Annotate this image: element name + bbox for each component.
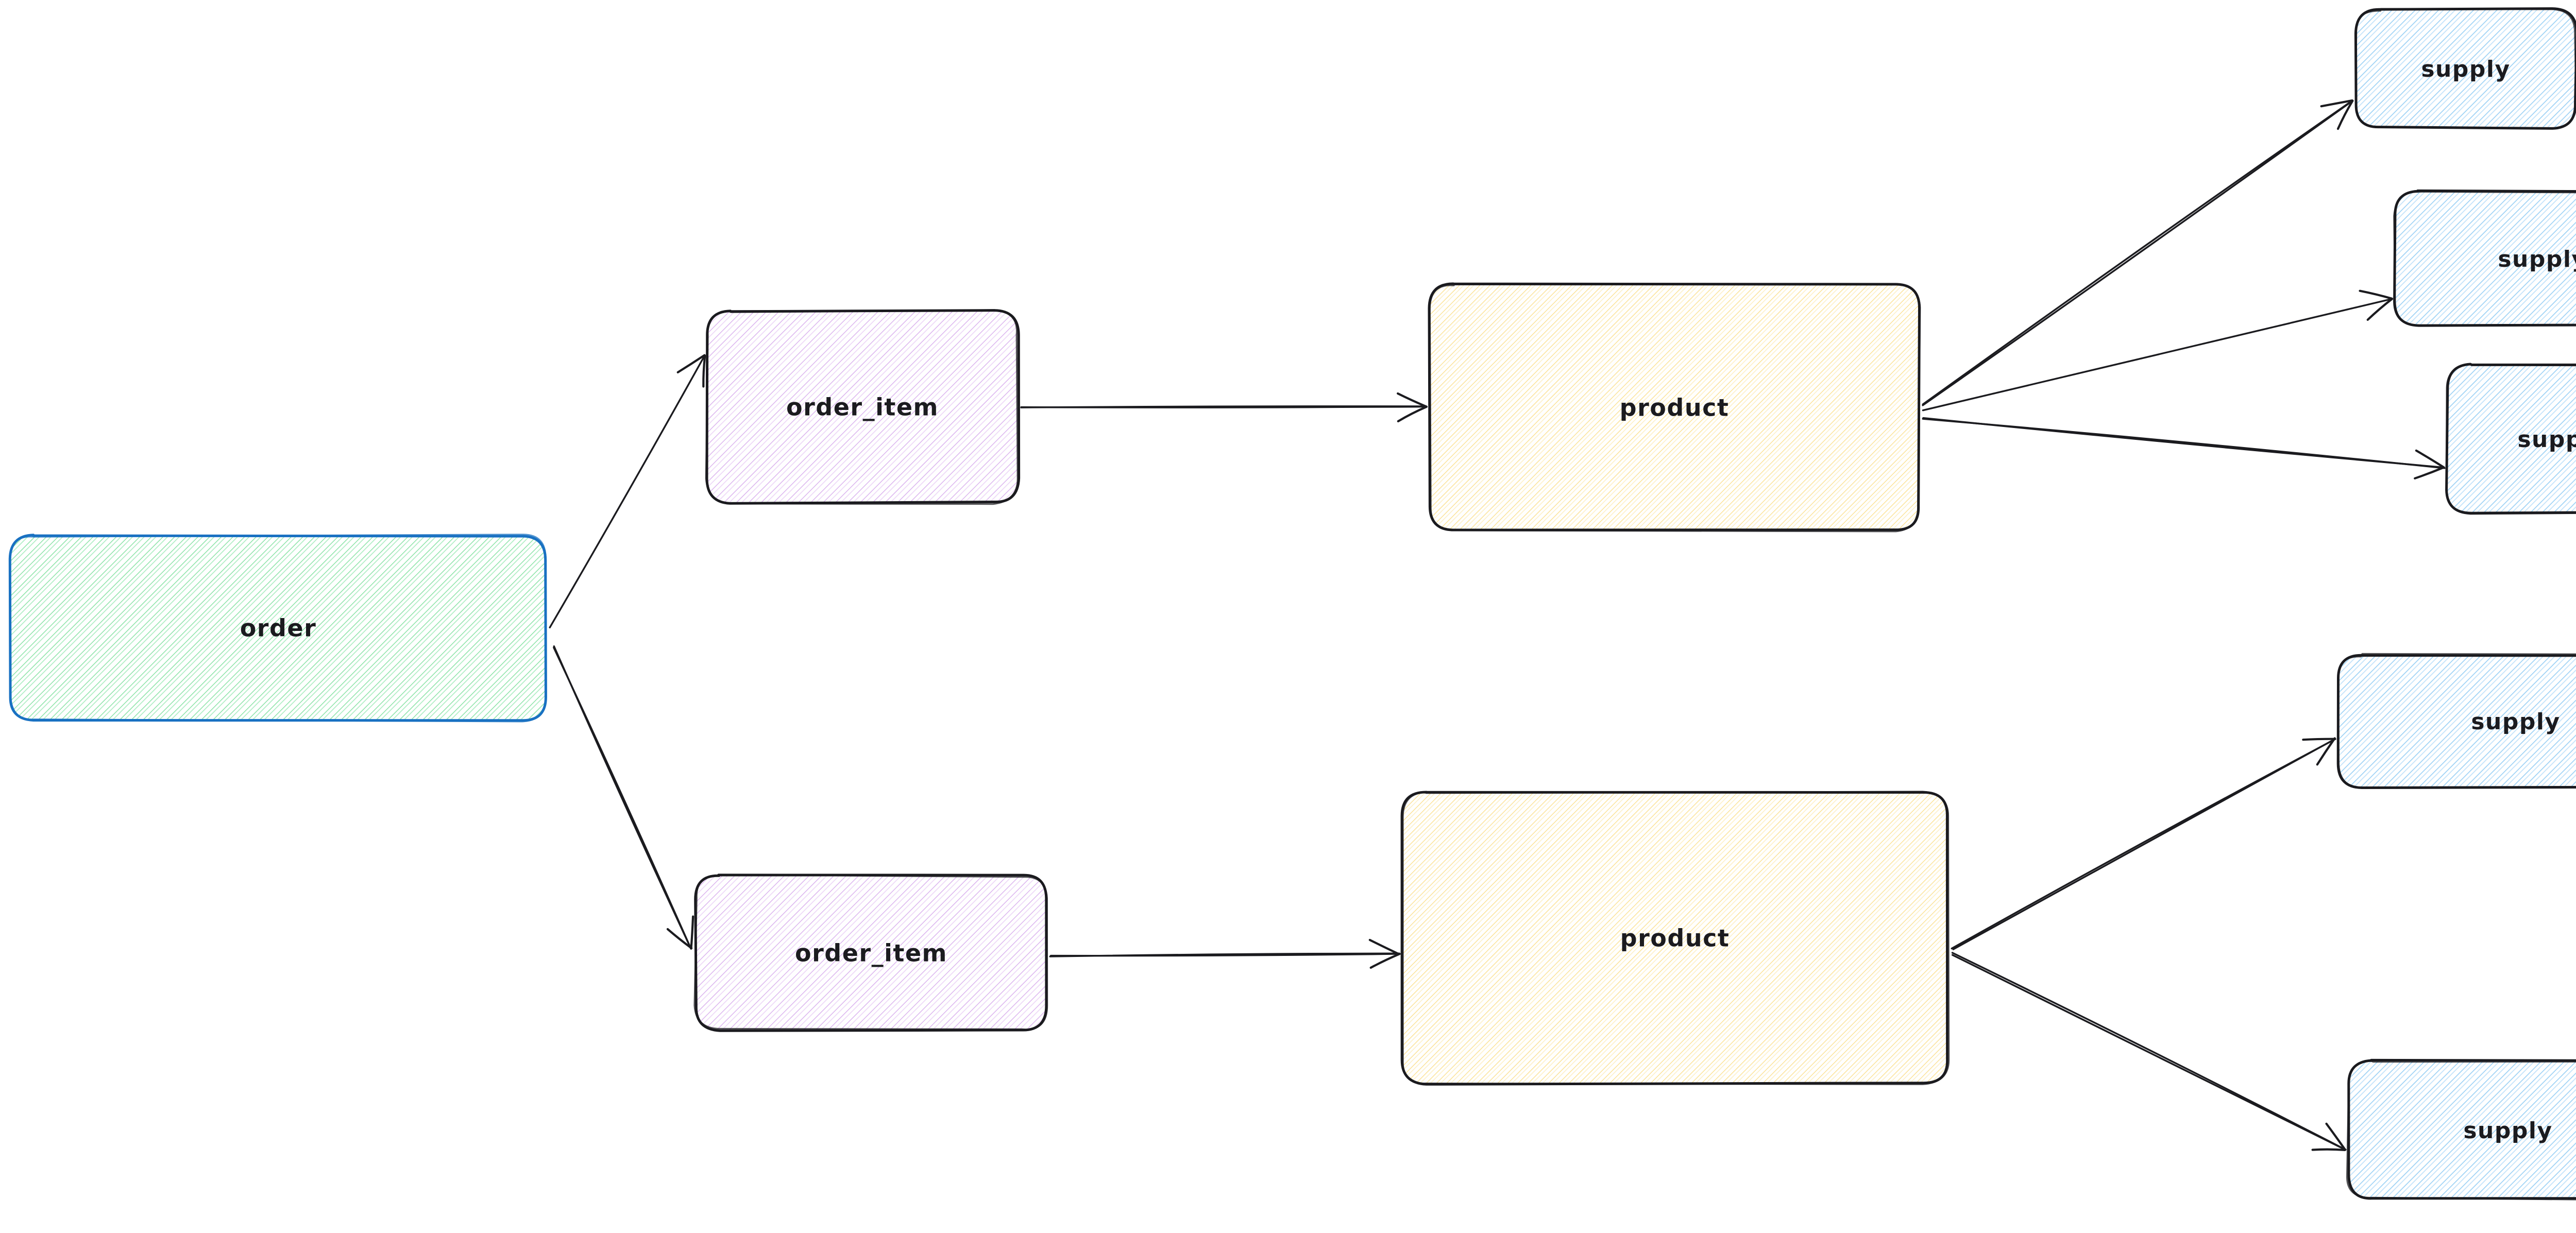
arrow-head — [2366, 298, 2394, 321]
node-label: supply — [2517, 426, 2576, 453]
node-fill — [695, 875, 1047, 1030]
node-fill — [10, 535, 547, 721]
node-outline — [2346, 1060, 2576, 1201]
arrow-head — [2415, 449, 2445, 469]
node-label: supply — [2463, 1118, 2552, 1144]
edge-stroke — [553, 646, 692, 950]
arrow-head — [1397, 392, 1428, 408]
edge-stroke — [549, 354, 706, 628]
edge-order-to-order_item_top[interactable] — [549, 354, 706, 628]
arrow-head — [2302, 738, 2336, 741]
edge-product_top-to-supply_3[interactable] — [1922, 417, 2446, 480]
node-fill — [1430, 284, 1920, 531]
edge-stroke — [1049, 952, 1400, 957]
edges-layer — [549, 99, 2446, 1151]
node-fill — [706, 311, 1019, 503]
arrow-head — [2359, 289, 2393, 300]
node-label: order_item — [795, 939, 947, 967]
node-label: product — [1620, 394, 1730, 422]
arrow-head — [2414, 466, 2445, 480]
arrow-head — [1368, 938, 1400, 955]
arrow-head — [1369, 953, 1401, 969]
node-label: order_item — [786, 393, 939, 421]
edge-order_item_top-to-product_top[interactable] — [1020, 392, 1428, 422]
node-fill — [2337, 655, 2576, 787]
node-product_bottom[interactable]: product — [1400, 791, 1950, 1086]
node-outline — [705, 309, 1019, 505]
node-fill — [2348, 1060, 2576, 1200]
node-outline — [2445, 363, 2576, 513]
node-fill — [2394, 191, 2576, 327]
edge-product_bottom-to-supply_5[interactable] — [1951, 952, 2347, 1151]
edge-stroke — [1922, 418, 2446, 469]
node-supply_2[interactable]: supply — [2393, 189, 2576, 327]
edge-product_top-to-supply_1[interactable] — [1922, 99, 2354, 406]
node-label: order — [240, 614, 317, 642]
node-outline — [2337, 653, 2576, 789]
node-outline — [2355, 8, 2576, 129]
edge-product_top-to-supply_2[interactable] — [1922, 289, 2394, 412]
node-label: supply — [2421, 56, 2510, 82]
node-outline — [1402, 791, 1950, 1085]
node-outline — [693, 874, 1048, 1031]
node-supply_5[interactable]: supply — [2346, 1058, 2576, 1201]
edge-stroke — [1922, 99, 2353, 405]
node-product_top[interactable]: product — [1428, 282, 1921, 533]
arrow-head — [690, 915, 694, 950]
node-supply_3[interactable]: supply — [2445, 363, 2576, 515]
arrow-head — [666, 928, 693, 950]
edge-stroke — [1922, 100, 2353, 406]
arrow-head — [676, 354, 706, 373]
node-outline — [1429, 284, 1921, 533]
arrow-head — [2320, 99, 2353, 108]
node-order[interactable]: order — [8, 534, 547, 723]
arrow-head — [2316, 737, 2336, 766]
edge-stroke — [1951, 954, 2346, 1151]
node-outline — [9, 534, 547, 723]
node-supply_4[interactable]: supply — [2336, 653, 2576, 789]
nodes-layer: orderorder_itemorder_itemproductproducts… — [8, 7, 2576, 1201]
node-order_item_top[interactable]: order_item — [705, 309, 1021, 505]
node-order_item_bottom[interactable]: order_item — [693, 874, 1048, 1032]
edge-stroke — [1951, 952, 2347, 1151]
edge-stroke — [1020, 405, 1427, 408]
edge-order-to-order_item_bottom[interactable] — [553, 645, 694, 950]
arrow-head — [1397, 406, 1428, 422]
edge-stroke — [1951, 738, 2336, 950]
node-fill — [2355, 9, 2576, 128]
node-outline — [2393, 191, 2576, 327]
arrow-head — [2325, 1122, 2346, 1151]
edge-product_bottom-to-supply_4[interactable] — [1951, 737, 2336, 950]
edge-stroke — [1922, 298, 2393, 412]
node-label: supply — [2498, 246, 2576, 272]
node-label: supply — [2471, 709, 2560, 735]
node-fill — [1402, 792, 1948, 1085]
arrow-head — [702, 354, 706, 388]
node-supply_1[interactable]: supply — [2354, 7, 2576, 130]
arrow-head — [2336, 99, 2354, 130]
node-fill — [2447, 364, 2576, 513]
node-label: product — [1620, 924, 1730, 952]
edge-order_item_bottom-to-product_bottom[interactable] — [1049, 938, 1401, 969]
